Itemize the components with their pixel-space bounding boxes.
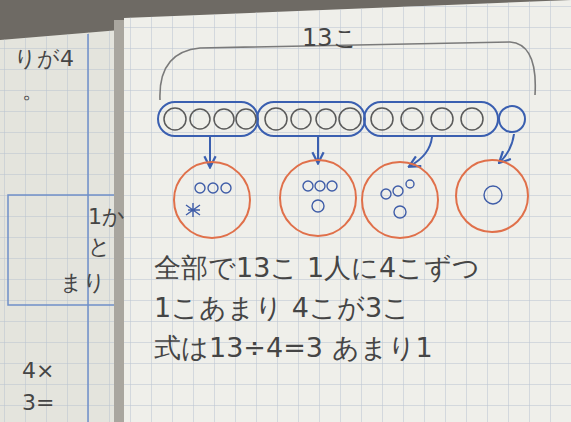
page-fragment: 。 <box>22 80 44 102</box>
page-fragment: 1か <box>88 206 125 228</box>
counters <box>164 108 483 130</box>
arrows <box>210 134 514 166</box>
page-fragment: 3= <box>22 392 54 414</box>
page-fragment: りが4 <box>14 48 74 70</box>
bracket <box>160 42 535 100</box>
group-ovals <box>158 102 498 136</box>
note-line: 全部で13こ 1人に4こずつ <box>154 254 480 281</box>
note-line: 式は13÷4=3 あまり1 <box>154 334 433 361</box>
right-grid <box>124 0 571 422</box>
right-page <box>124 0 571 422</box>
total-label: 13こ <box>302 26 358 50</box>
plate-counters <box>186 180 502 218</box>
remainder-counter <box>499 106 525 132</box>
page-fragment: と <box>88 236 111 258</box>
page-fragment: 4× <box>22 360 54 382</box>
page-fragment: まり <box>60 272 106 294</box>
note-line: 1こあまり 4こが3こ <box>154 294 410 321</box>
plates <box>174 160 528 238</box>
margin-line <box>87 34 89 422</box>
